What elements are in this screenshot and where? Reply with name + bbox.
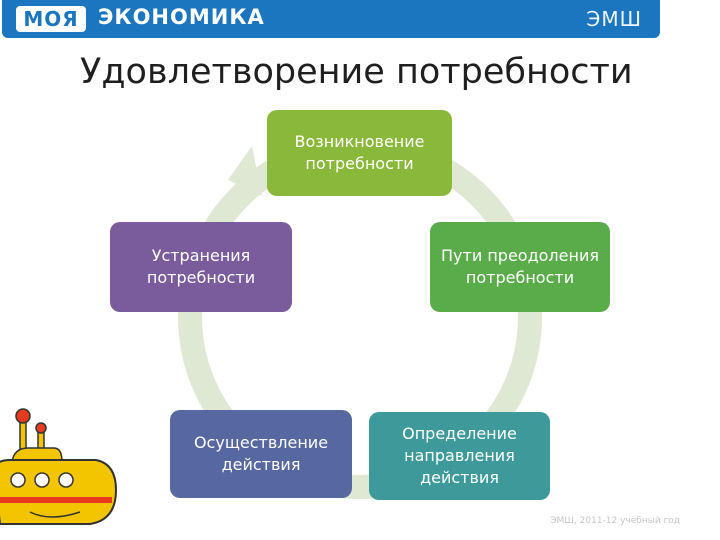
cycle-node-need-arises: Возникновение потребности <box>267 110 452 196</box>
cycle-node-direction-of-action: Определение направления действия <box>369 412 550 500</box>
header-bar: МОЯ ЭКОНОМИКА ЭМШ <box>2 0 660 38</box>
cycle-node-need-eliminated: Устранения потребности <box>110 222 292 312</box>
brand-title: ЭКОНОМИКА <box>98 5 265 29</box>
brand-logo-box: МОЯ <box>16 6 86 32</box>
cycle-node-carrying-out-action: Осуществление действия <box>170 410 352 498</box>
cycle-node-ways-to-overcome: Пути преодоления потребности <box>430 222 610 312</box>
footer-note: ЭМШ, 2011-12 учебный год <box>550 516 680 526</box>
yellow-submarine-icon <box>0 408 118 525</box>
brand-abbreviation: ЭМШ <box>586 7 642 31</box>
page-title: Удовлетворение потребности <box>80 52 633 92</box>
